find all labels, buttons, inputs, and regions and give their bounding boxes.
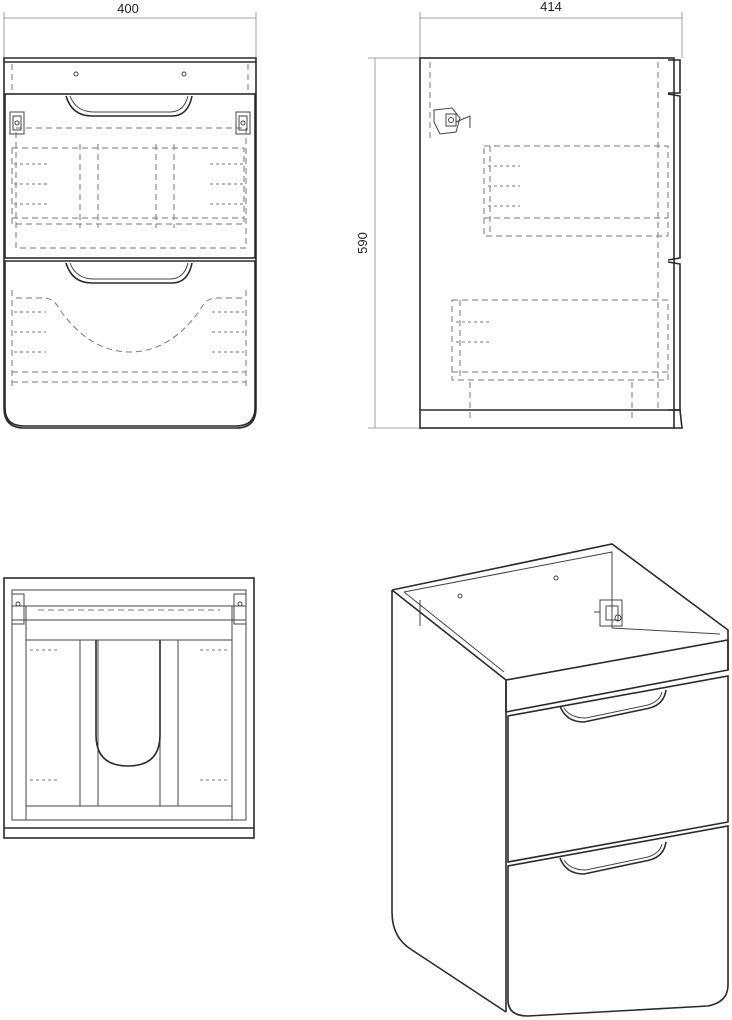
- iso-mounting-holes: [457, 575, 559, 599]
- top-rail-details: [11, 64, 249, 92]
- hinge-bracket-left: [9, 111, 25, 135]
- front-view: 400: [3, 1, 257, 429]
- top-view: [3, 577, 255, 839]
- width-label: 400: [117, 1, 139, 16]
- hinge-bracket-right: [235, 111, 251, 135]
- iso-top-drawer: [507, 675, 729, 863]
- top-drawer-front: [4, 93, 256, 259]
- siphon-cutout: [95, 640, 161, 767]
- wall-bracket: [433, 107, 471, 135]
- bottom-drawer-hidden-lines: [11, 290, 247, 388]
- top-view-bracket-left: [11, 593, 25, 625]
- top-view-bracket-right: [233, 593, 247, 625]
- bottom-drawer-front: [4, 260, 256, 427]
- width-dimension: 400: [3, 1, 257, 58]
- side-view: 414 590: [355, 0, 683, 429]
- top-view-hidden-lines: [30, 609, 228, 781]
- isometric-view: [391, 543, 729, 1017]
- depth-dimension: 414: [419, 0, 683, 58]
- height-dimension: 590: [355, 57, 420, 429]
- iso-wall-bracket: [594, 599, 623, 627]
- iso-bottom-drawer: [507, 825, 729, 1017]
- depth-label: 414: [540, 0, 562, 14]
- side-view-hidden-lines: [429, 62, 669, 420]
- top-drawer-hidden-lines: [11, 127, 247, 249]
- height-label: 590: [355, 232, 370, 254]
- top-view-rails: [79, 639, 179, 807]
